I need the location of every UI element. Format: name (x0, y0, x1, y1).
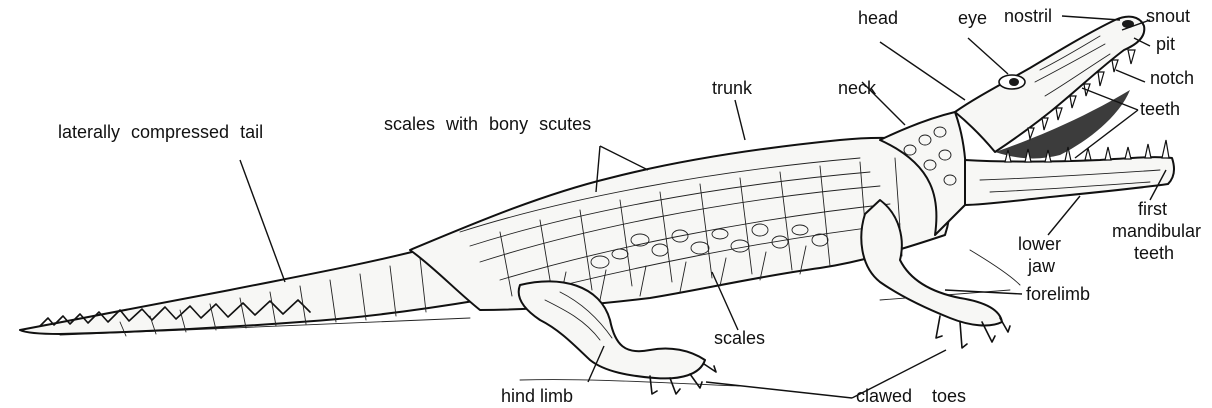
label-trunk: trunk (712, 78, 753, 98)
leader-forelimb (945, 290, 1022, 294)
leader-nostril (1062, 16, 1120, 20)
label-teeth: teeth (1140, 99, 1180, 119)
label-mandibular: mandibular (1112, 221, 1201, 241)
leader-eye (968, 38, 1008, 74)
label-pit: pit (1156, 34, 1175, 54)
label-hind-limb: hind limb (501, 386, 573, 406)
leader-clawed-toes-a (706, 382, 852, 398)
label-snout: snout (1146, 6, 1190, 26)
leader-head (880, 42, 965, 100)
label-forelimb: forelimb (1026, 284, 1090, 304)
label-scales: scales (714, 328, 765, 348)
leader-tail (240, 160, 285, 282)
label-clawed-toes: clawed toes (856, 386, 966, 406)
lower-jaw-shape (965, 157, 1174, 205)
label-notch: notch (1150, 68, 1194, 88)
label-nostril: nostril (1004, 6, 1052, 26)
label-head: head (858, 8, 898, 28)
eye-feature (999, 75, 1025, 89)
leader-scutes-b (600, 146, 648, 170)
label-eye: eye (958, 8, 987, 28)
label-scales-with-bony-scutes: scales with bony scutes (384, 114, 591, 134)
leader-lower-jaw (1048, 196, 1080, 235)
label-first: first (1138, 199, 1167, 219)
label-lower: lower (1018, 234, 1061, 254)
label-mandibular-teeth: teeth (1134, 243, 1174, 263)
leader-trunk (735, 100, 745, 140)
crocodile-illustration (20, 17, 1174, 394)
label-laterally-compressed-tail: laterally compressed tail (58, 122, 263, 142)
label-neck: neck (838, 78, 877, 98)
leader-notch (1116, 70, 1145, 82)
label-jaw: jaw (1027, 256, 1056, 276)
